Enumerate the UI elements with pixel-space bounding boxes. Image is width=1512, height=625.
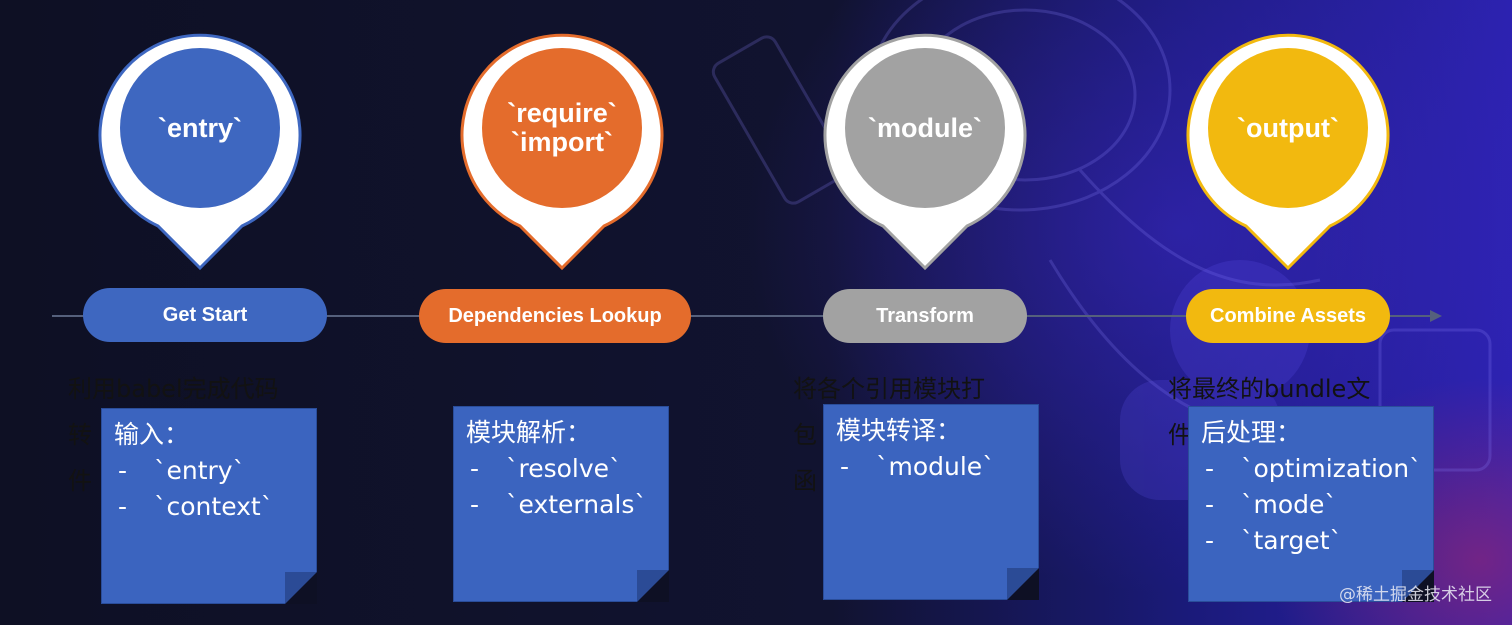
timeline-arrowhead	[1430, 310, 1442, 322]
note-list: `entry` `context`	[114, 453, 316, 525]
pin-label-require-import: `require` `import`	[507, 98, 617, 157]
pin-marker-entry	[98, 33, 302, 271]
sticky-note-post-processing: 后处理： `optimization` `mode` `target`	[1188, 406, 1434, 602]
note-title: 模块解析：	[466, 418, 592, 447]
pin-circle-module	[845, 48, 1005, 208]
stage-description-get-start: 利用babel完成代码 转 件	[68, 375, 279, 495]
note-item: `optimization`	[1201, 451, 1433, 487]
watermark-text: @稀土掘金技术社区	[1339, 585, 1492, 605]
note-item: `externals`	[466, 487, 668, 523]
pin-label-output: `output`	[1237, 113, 1339, 143]
note-title: 模块转译：	[836, 416, 962, 445]
note-fold-corner	[1007, 568, 1039, 600]
note-fold-corner	[1402, 570, 1434, 602]
pin-circle-require-import	[482, 48, 642, 208]
stage-pill-transform: Transform	[823, 289, 1027, 343]
note-list: `optimization` `mode` `target`	[1201, 451, 1433, 559]
note-item: `entry`	[114, 453, 316, 489]
note-item: `mode`	[1201, 487, 1433, 523]
pin-circle-entry	[120, 48, 280, 208]
pin-marker-require-import	[460, 33, 664, 271]
sticky-note-module-transpile: 模块转译： `module`	[823, 404, 1039, 600]
note-list: `module`	[836, 449, 1038, 485]
note-item: `resolve`	[466, 451, 668, 487]
stage-pill-combine-assets: Combine Assets	[1186, 289, 1390, 343]
stage-pill-get-start: Get Start	[83, 288, 327, 342]
pin-label-entry: `entry`	[157, 113, 242, 143]
note-list: `resolve` `externals`	[466, 451, 668, 523]
note-item: `module`	[836, 449, 1038, 485]
note-item: `context`	[114, 489, 316, 525]
note-fold-corner	[285, 572, 317, 604]
pin-marker-output	[1186, 33, 1390, 271]
note-item: `target`	[1201, 523, 1433, 559]
note-title: 输入：	[114, 420, 190, 449]
stage-pill-dependencies-lookup: Dependencies Lookup	[419, 289, 691, 343]
stage-description-transform: 将各个引用模块打 包 函	[793, 375, 985, 495]
note-title: 后处理：	[1201, 418, 1302, 447]
sticky-note-module-resolution: 模块解析： `resolve` `externals`	[453, 406, 669, 602]
pin-marker-module	[823, 33, 1027, 271]
sticky-note-input: 输入： `entry` `context`	[101, 408, 317, 604]
pin-label-module: `module`	[868, 113, 982, 143]
pin-circle-output	[1208, 48, 1368, 208]
note-fold-corner	[637, 570, 669, 602]
